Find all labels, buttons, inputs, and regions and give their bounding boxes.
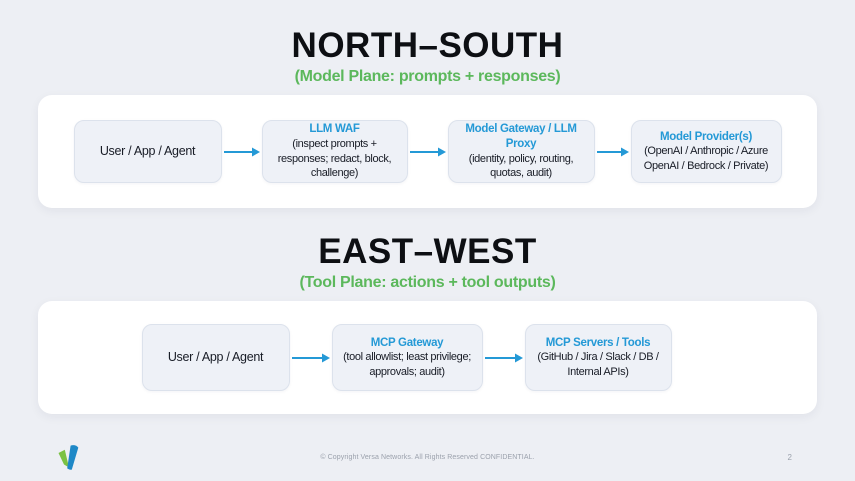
node-model-providers: Model Provider(s) (OpenAI / Anthropic / … xyxy=(630,120,782,183)
versa-logo-icon xyxy=(58,445,79,470)
north-south-subtitle: (Model Plane: prompts + responses) xyxy=(294,68,561,85)
node-mcp-gateway: MCP Gateway (tool allowlist; least privi… xyxy=(331,324,483,391)
node-title: MCP Gateway xyxy=(370,336,444,349)
node-body: (identity, policy, routing, quotas, audi… xyxy=(468,152,574,180)
flow-arrow-icon xyxy=(223,147,260,156)
east-west-flow: User / App / Agent MCP Gateway (tool all… xyxy=(141,324,672,391)
node-body: User / App / Agent xyxy=(167,350,264,365)
node-body: (inspect prompts + responses; redact, bl… xyxy=(277,138,392,180)
node-user-app-agent: User / App / Agent xyxy=(73,120,222,183)
flow-arrow-icon xyxy=(409,147,446,156)
north-south-title: NORTH–SOUTH xyxy=(291,26,564,65)
north-south-panel: User / App / Agent LLM WAF (inspect prom… xyxy=(38,95,817,208)
footer: © Copyright Versa Networks. All Rights R… xyxy=(0,437,855,481)
node-title: MCP Servers / Tools xyxy=(545,336,651,349)
node-title: Model Gateway / LLM Proxy xyxy=(465,123,577,150)
node-body: (tool allowlist; least privilege; approv… xyxy=(343,351,471,378)
east-west-title: EAST–WEST xyxy=(318,232,537,271)
flow-arrow-icon xyxy=(596,147,629,156)
node-body: (OpenAI / Anthropic / Azure OpenAI / Bed… xyxy=(643,145,769,172)
node-body: User / App / Agent xyxy=(99,144,196,159)
node-body: (GitHub / Jira / Slack / DB / Internal A… xyxy=(537,351,659,378)
page-number: 2 xyxy=(787,453,792,462)
node-title: LLM WAF xyxy=(309,123,360,136)
node-title: Model Provider(s) xyxy=(659,130,753,143)
east-west-panel: User / App / Agent MCP Gateway (tool all… xyxy=(38,301,817,414)
node-model-gateway: Model Gateway / LLM Proxy (identity, pol… xyxy=(447,120,595,183)
flow-arrow-icon xyxy=(484,353,523,362)
node-llm-waf: LLM WAF (inspect prompts + responses; re… xyxy=(261,120,408,183)
node-user-app-agent: User / App / Agent xyxy=(141,324,290,391)
flow-arrow-icon xyxy=(291,353,330,362)
copyright-text: © Copyright Versa Networks. All Rights R… xyxy=(320,454,535,461)
east-west-subtitle: (Tool Plane: actions + tool outputs) xyxy=(299,274,556,291)
node-mcp-servers: MCP Servers / Tools (GitHub / Jira / Sla… xyxy=(524,324,672,391)
north-south-flow: User / App / Agent LLM WAF (inspect prom… xyxy=(73,120,782,183)
